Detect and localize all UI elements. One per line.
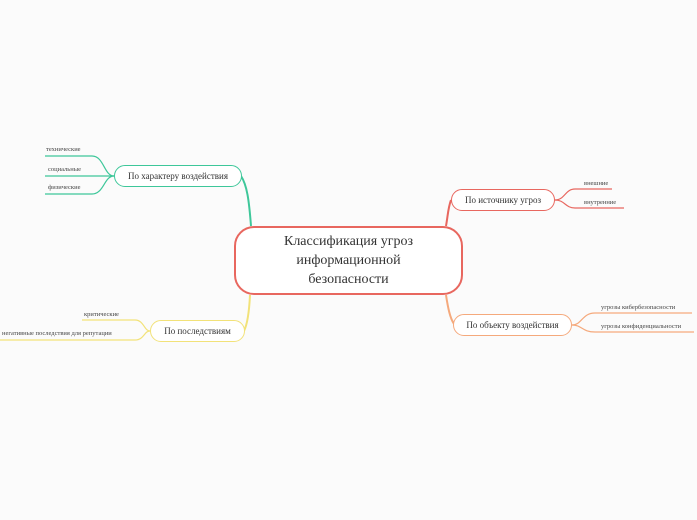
branch-character-label: По характеру воздействия: [127, 171, 229, 181]
leaf-object-cybersecurity[interactable]: угрозы кибербезопасности: [601, 304, 676, 311]
leaf-source-internal[interactable]: внутренние: [584, 199, 617, 206]
connector-central-consequences: [243, 294, 251, 332]
connector-central-object: [445, 294, 455, 325]
central-topic[interactable]: Классификация угроз информационной безоп…: [234, 226, 463, 295]
branch-source-label: По источнику угроз: [464, 195, 542, 205]
leaf-character-technical[interactable]: технические: [46, 146, 81, 153]
connector-source-leaf-2: [554, 199, 624, 209]
branch-consequences[interactable]: По последствиям: [150, 320, 245, 342]
connector-central-source: [445, 199, 452, 227]
connector-consequences-leaf-1: [82, 319, 151, 332]
connector-character-leaf-1: [45, 155, 115, 177]
branch-object-label: По объекту воздействия: [466, 320, 559, 330]
branch-source[interactable]: По источнику угроз: [451, 189, 555, 211]
connector-source-leaf-1: [554, 188, 612, 201]
branch-object[interactable]: По объекту воздействия: [453, 314, 572, 336]
leaf-source-external[interactable]: внешние: [584, 180, 609, 187]
connector-object-leaf-2: [571, 324, 694, 333]
leaf-consequences-reputation[interactable]: негативные последствия для репутации: [2, 330, 112, 337]
connector-central-character: [240, 175, 252, 227]
leaf-character-social[interactable]: социальные: [48, 166, 81, 173]
branch-consequences-label: По последствиям: [164, 326, 231, 336]
connector-object-leaf-1: [571, 312, 692, 326]
leaf-consequences-critical[interactable]: критические: [84, 311, 119, 318]
branch-character[interactable]: По характеру воздействия: [114, 165, 242, 187]
leaf-object-confidentiality[interactable]: угрозы конфиденциальности: [601, 323, 682, 330]
leaf-character-physical[interactable]: физические: [48, 184, 81, 191]
central-topic-label: Классификация угроз информационной безоп…: [283, 234, 414, 287]
connector-character-leaf-3: [45, 175, 115, 195]
connector-consequences-leaf-2: [0, 330, 151, 341]
